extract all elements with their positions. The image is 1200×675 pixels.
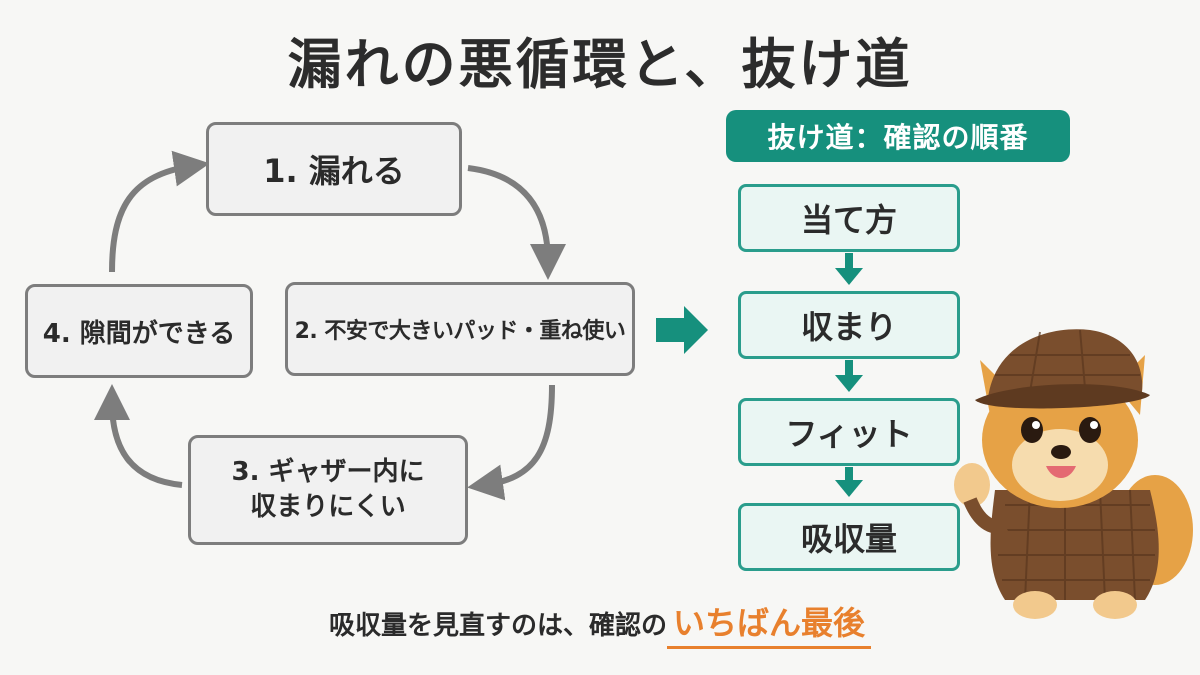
arrow-3-to-4 (94, 384, 183, 488)
cycle-step-gap: 4. 隙間ができる (25, 284, 253, 378)
bottom-caption: 吸収量を見直すのは、確認のいちばん最後 (0, 598, 1200, 649)
arrow-1-to-2 (467, 165, 566, 280)
solution-step-fit: フィット (738, 398, 960, 466)
arrow-2-to-3 (467, 384, 555, 501)
cycle-step-gather: 3. ギャザー内に 収まりにくい (188, 435, 468, 545)
page-title: 漏れの悪循環と、抜け道 (287, 33, 913, 96)
caption-text: 吸収量を見直すのは、確認の (328, 611, 667, 641)
solution-step-placement: 当て方 (738, 184, 960, 252)
solution-step-absorbency: 吸収量 (738, 503, 960, 571)
cycle-to-solution-arrow (656, 306, 708, 354)
arrow-4-to-1 (109, 150, 210, 273)
cycle-step-leak: 1. 漏れる (206, 122, 462, 216)
cycle-step-gather-line1: 3. ギャザー内に (231, 456, 425, 487)
solution-header: 抜け道：確認の順番 (726, 110, 1070, 162)
cycle-step-gather-line2: 収まりにくい (250, 492, 406, 522)
dog-detective-mascot-icon (954, 329, 1193, 619)
caption-highlight: いちばん最後 (667, 604, 872, 649)
solution-step-fit-inside: 収まり (738, 291, 960, 359)
cycle-step-bigger-pad: 2. 不安で大きいパッド・重ね使い (285, 282, 635, 376)
